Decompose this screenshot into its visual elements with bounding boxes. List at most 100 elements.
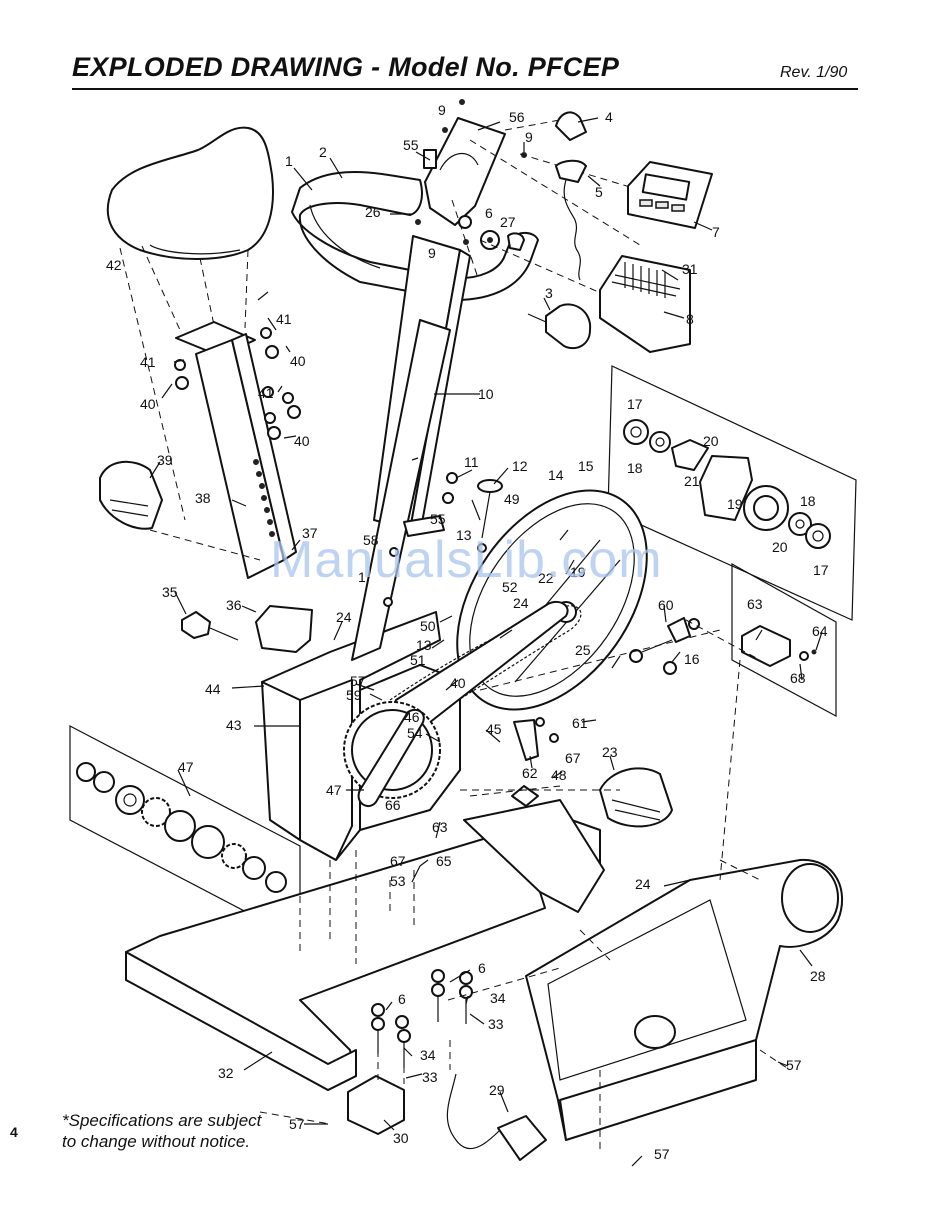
callout: 29 bbox=[489, 1082, 505, 1098]
transformer-30 bbox=[347, 1075, 405, 1135]
watermark: ManualsLib.com bbox=[270, 531, 663, 589]
handlebar-knob bbox=[507, 232, 525, 251]
callout: 9 bbox=[438, 102, 446, 118]
callout: 41 bbox=[276, 311, 292, 327]
callout: 10 bbox=[478, 386, 494, 402]
console-part bbox=[627, 161, 713, 229]
callout: 6 bbox=[398, 991, 406, 1007]
callout: 58 bbox=[363, 532, 379, 548]
callout: 15 bbox=[578, 458, 594, 474]
callout: 17 bbox=[627, 396, 643, 412]
callout: 33 bbox=[488, 1016, 504, 1032]
tension-knob-part bbox=[527, 303, 592, 350]
callout: 40 bbox=[450, 675, 466, 691]
callout-labels: 1 2 3 4 5 6 7 8 9 9 9 10 11 12 13 13 14 … bbox=[106, 102, 829, 1162]
bracket-36 bbox=[255, 605, 313, 653]
callout: 26 bbox=[365, 204, 381, 220]
callout: 40 bbox=[290, 353, 306, 369]
seat-post-part bbox=[175, 321, 297, 579]
callout: 12 bbox=[512, 458, 528, 474]
title-underline bbox=[72, 88, 858, 90]
callout: 57 bbox=[786, 1057, 802, 1073]
callout: 50 bbox=[420, 618, 436, 634]
callout: 20 bbox=[772, 539, 788, 555]
pulse-sensor-part bbox=[555, 111, 587, 281]
callout: 11 bbox=[464, 454, 479, 470]
callout: 41 bbox=[258, 385, 274, 401]
callout: 41 bbox=[140, 354, 156, 370]
callout: 63 bbox=[432, 819, 448, 835]
callout: 18 bbox=[627, 460, 643, 476]
callout: 21 bbox=[684, 473, 700, 489]
right-parts-panel bbox=[731, 562, 837, 718]
callout: 38 bbox=[195, 490, 211, 506]
callout: 24 bbox=[635, 876, 651, 892]
callout: 37 bbox=[302, 525, 318, 541]
callout: 13 bbox=[456, 527, 472, 543]
seat-dashed-lines bbox=[119, 245, 249, 521]
leader-lines bbox=[149, 117, 823, 1167]
callout: 39 bbox=[157, 452, 173, 468]
callout: 56 bbox=[509, 109, 525, 125]
callout: 53 bbox=[390, 873, 406, 889]
callout: 45 bbox=[486, 721, 502, 737]
callout: 34 bbox=[490, 990, 506, 1006]
callout: 16 bbox=[684, 651, 700, 667]
revision-label: Rev. 1/90 bbox=[780, 64, 848, 81]
seat-part bbox=[106, 126, 274, 260]
callout: 55 bbox=[403, 137, 419, 153]
callout: 36 bbox=[226, 597, 242, 613]
callout: 25 bbox=[575, 642, 591, 658]
callout: 13 bbox=[416, 637, 432, 653]
callout: 34 bbox=[420, 1047, 436, 1063]
guide-dashed-lines bbox=[149, 529, 791, 1150]
callout: 40 bbox=[294, 433, 310, 449]
callout: 47 bbox=[326, 782, 342, 798]
callout: 28 bbox=[810, 968, 826, 984]
callout: 51 bbox=[410, 652, 426, 668]
callout: 64 bbox=[812, 623, 828, 639]
callout: 22 bbox=[538, 570, 554, 586]
callout: 46 bbox=[404, 709, 420, 725]
callout: 47 bbox=[178, 759, 194, 775]
callout: 20 bbox=[703, 433, 719, 449]
callout: 17 bbox=[813, 562, 829, 578]
callout: 6 bbox=[485, 205, 493, 221]
pedal-23-part bbox=[599, 767, 673, 828]
chain-part bbox=[389, 605, 582, 731]
callout: 31 bbox=[682, 261, 698, 277]
hub-parts-panel bbox=[607, 365, 857, 621]
callout: 3 bbox=[545, 285, 553, 301]
callout: 60 bbox=[658, 597, 674, 613]
callout: 42 bbox=[106, 257, 122, 273]
callout: 19 bbox=[727, 496, 743, 512]
callout: 48 bbox=[551, 767, 567, 783]
bearing-panel bbox=[69, 725, 301, 941]
callout: 1 bbox=[285, 153, 293, 169]
callout: 43 bbox=[226, 717, 242, 733]
callout: 44 bbox=[205, 681, 221, 697]
callout: 8 bbox=[686, 311, 694, 327]
callout: 67 bbox=[565, 750, 581, 766]
page-number: 4 bbox=[10, 1124, 18, 1140]
seat-post-holes bbox=[253, 459, 275, 537]
callout: 5 bbox=[595, 184, 603, 200]
callout: 23 bbox=[602, 744, 618, 760]
specifications-note: *Specifications are subject to change wi… bbox=[62, 1110, 261, 1152]
callout: 40 bbox=[140, 396, 156, 412]
note-line-2: to change without notice. bbox=[62, 1132, 251, 1151]
callout: 54 bbox=[407, 725, 423, 741]
callout: 2 bbox=[319, 144, 327, 160]
callout: 14 bbox=[548, 467, 564, 483]
key-35 bbox=[181, 611, 211, 639]
callout: 24 bbox=[336, 609, 352, 625]
callout: 63 bbox=[747, 596, 763, 612]
callout: 52 bbox=[502, 579, 518, 595]
base-hardware bbox=[371, 969, 473, 1068]
pedal-39-part bbox=[99, 460, 163, 530]
callout: 32 bbox=[218, 1065, 234, 1081]
callout: 35 bbox=[162, 584, 178, 600]
console-8-part bbox=[599, 255, 691, 353]
callout: 24 bbox=[513, 595, 529, 611]
callout: 33 bbox=[422, 1069, 438, 1085]
